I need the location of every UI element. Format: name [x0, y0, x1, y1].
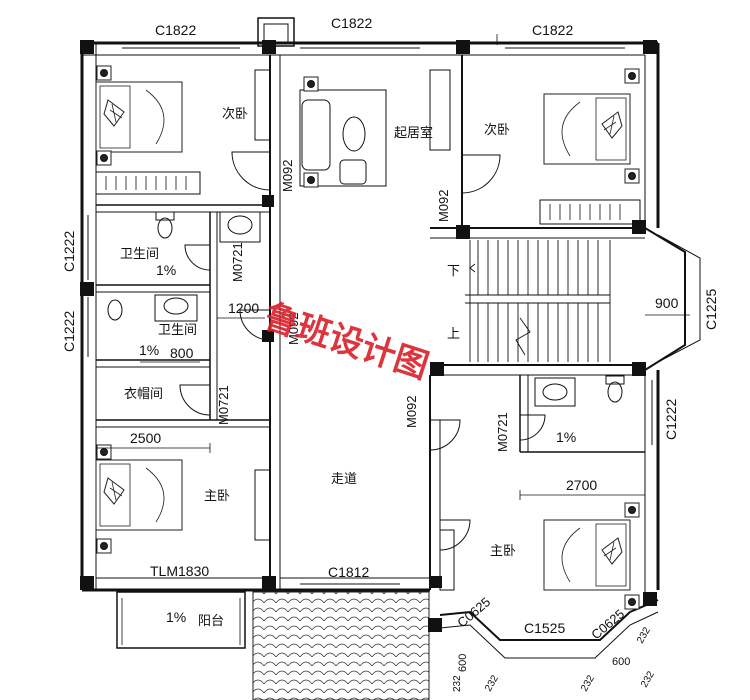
door-label-living-left: M092 [280, 159, 295, 192]
window-label-bottom-right-right: C0625 [588, 606, 627, 642]
dimension-232-e: 232 [635, 625, 653, 645]
window-label-right-bath: C1222 [663, 399, 679, 440]
door-label-cloak: M0721 [216, 385, 231, 425]
room-label-bathroom-1: 卫生间 [120, 247, 159, 262]
furniture [95, 65, 641, 610]
door-label-master-right: M092 [404, 395, 419, 428]
room-label-corridor: 走道 [331, 472, 357, 487]
room-label-bathroom-2: 卫生间 [158, 323, 197, 338]
room-label-cloakroom: 衣帽间 [124, 386, 163, 402]
dimension-232-a: 232 [452, 675, 463, 692]
window-label-bottom-middle: C1812 [328, 564, 369, 580]
door-label-right-bath: M0721 [495, 412, 510, 452]
staircase [465, 240, 611, 362]
roof-tiles [252, 591, 430, 700]
dimension-900: 900 [655, 295, 679, 311]
door-label-living-right: M092 [436, 189, 451, 222]
room-label-living-room: 起居室 [394, 125, 433, 141]
room-label-secondary-bedroom-right: 次卧 [484, 122, 510, 138]
window-label-top-middle: C1822 [331, 15, 372, 31]
window-marks [81, 42, 659, 591]
watermark: 鲁班设计图 [259, 297, 433, 388]
slope-label-right-bath: 1% [556, 429, 576, 445]
window-label-right-bay: C1225 [703, 289, 719, 330]
window-label-top-left: C1822 [155, 22, 196, 38]
dimension-600-b: 600 [612, 656, 630, 668]
room-label-secondary-bedroom-left: 次卧 [222, 106, 248, 122]
door-label-bath-2-corridor: M092 [286, 312, 301, 345]
room-label-master-bedroom-right: 主卧 [490, 544, 516, 559]
dimension-232-c: 232 [579, 673, 597, 693]
dimension-600-a: 600 [457, 654, 469, 672]
columns [80, 40, 657, 632]
door-label-bath-1: M0721 [230, 242, 245, 282]
slope-label-bath-2: 1% [139, 342, 159, 358]
window-label-balcony-door: TLM1830 [150, 563, 209, 579]
dimension-800: 800 [170, 345, 194, 361]
window-label-bottom-right-center: C1525 [524, 620, 565, 636]
room-label-master-bedroom-left: 主卧 [204, 489, 230, 504]
window-label-top-right: C1822 [532, 22, 573, 38]
dimension-232-b: 232 [483, 673, 501, 693]
stair-label-up: 上 [447, 327, 460, 342]
dimension-lines [95, 34, 690, 500]
slope-label-balcony: 1% [166, 609, 186, 625]
door-swings [179, 151, 546, 551]
dimension-2500: 2500 [130, 430, 161, 446]
stair-label-down: 下 [447, 264, 460, 279]
room-label-balcony: 阳台 [198, 614, 224, 629]
dimension-2700: 2700 [566, 477, 597, 493]
window-label-left-upper: C1222 [61, 231, 77, 272]
slope-label-bath-1: 1% [156, 262, 176, 278]
window-label-left-lower: C1222 [61, 311, 77, 352]
dimension-1200: 1200 [228, 300, 259, 316]
dimension-232-d: 232 [639, 669, 657, 689]
